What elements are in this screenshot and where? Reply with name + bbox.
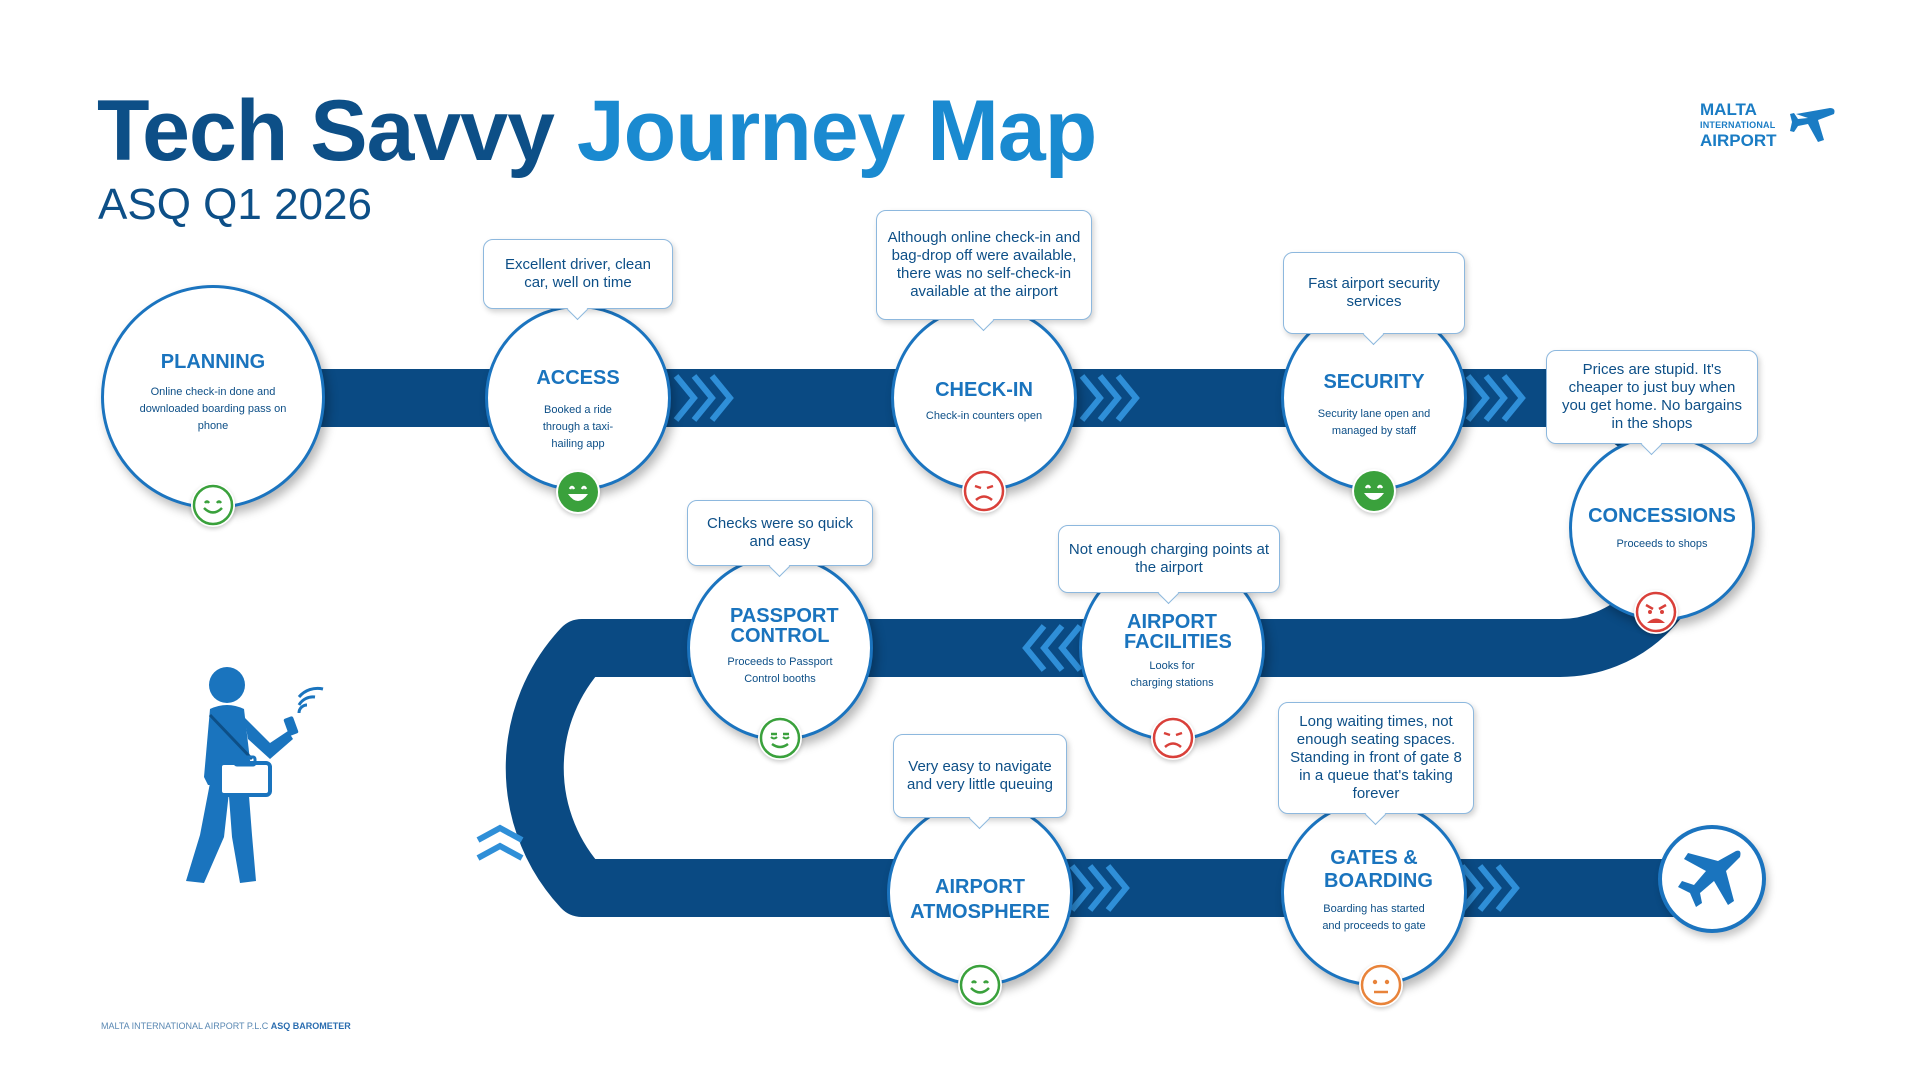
stage-access: ACCESS Booked a ride through a taxi-hail… [485,305,671,491]
stage-description: Looks for charging stations [1130,660,1214,689]
stage-title: SECURITY [1323,371,1425,393]
smiley-angry-icon [1634,590,1678,634]
logo-line-1: MALTA [1700,100,1757,119]
smiley-happy-icon [1352,469,1396,513]
logo-line-2: INTERNATIONAL [1700,120,1776,130]
comment-text: Fast airport security services [1308,275,1440,310]
stage-title: AIRPORT FACILITIES [1124,611,1232,653]
comment-text: Very easy to navigate and very little qu… [907,758,1053,793]
stage-description: Online check-in done and downloaded boar… [139,386,287,432]
stage-description: Check-in counters open [925,410,1043,422]
smiley-sad-icon [1151,716,1195,760]
logo-line-3: AIRPORT [1700,131,1777,150]
comment-bubble: Checks were so quick and easy [687,500,873,578]
stage-title: AIRPORT ATMOSPHERE [910,876,1050,923]
comment-bubble: Excellent driver, clean car, well on tim… [483,239,673,321]
title-part-2: Journey Map [576,83,1097,179]
comment-bubble: Not enough charging points at the airpor… [1058,525,1280,605]
comment-bubble: Prices are stupid. It's cheaper to just … [1546,350,1758,456]
stage-description: Security lane open and managed by staff [1317,408,1431,437]
chevron-right-icon [673,374,734,422]
stage-description: Proceeds to Passport Control booths [727,656,833,685]
comment-text: Prices are stupid. It's cheaper to just … [1561,361,1743,432]
smiley-happy-icon [191,483,235,527]
stage-description: Boarding has started and proceeds to gat… [1322,903,1426,932]
chevron-right-icon [1079,374,1140,422]
traveler-with-phone-icon [160,665,330,900]
comment-text: Long waiting times, not enough seating s… [1290,713,1462,802]
stage-title: ACCESS [536,367,620,389]
comment-text: Although online check-in and bag-drop of… [887,229,1081,300]
stage-gates-boarding: GATES & BOARDING Boarding has started an… [1281,800,1467,986]
plane-logo-icon [1790,108,1835,142]
chevron-up-icon [476,824,524,861]
comment-bubble: Long waiting times, not enough seating s… [1278,702,1474,826]
comment-bubble: Although online check-in and bag-drop of… [876,210,1092,332]
footer-program: ASQ BAROMETER [270,1021,351,1031]
stage-title: CHECK-IN [935,379,1033,401]
stage-security: SECURITY Security lane open and managed … [1281,305,1467,491]
smiley-happy-icon [556,470,600,514]
chevron-left-icon [1022,624,1083,672]
chevron-right-icon [1459,864,1520,912]
airplane-icon [1658,825,1766,933]
smiley-sad-icon [962,469,1006,513]
stage-title: GATES & BOARDING [1324,847,1433,892]
stage-description: Proceeds to shops [1616,538,1708,550]
airport-logo: MALTA INTERNATIONAL AIRPORT [1700,98,1840,158]
footer-company: MALTA INTERNATIONAL AIRPORT P.L.C [101,1021,269,1031]
comment-bubble: Fast airport security services [1283,252,1465,346]
smiley-happy-icon [958,963,1002,1007]
footer-credit: MALTA INTERNATIONAL AIRPORT P.L.C ASQ BA… [101,1021,351,1031]
stage-title: CONCESSIONS [1588,505,1736,527]
stage-passport-control: PASSPORT CONTROL Proceeds to Passport Co… [687,555,873,741]
stage-check-in: CHECK-IN Check-in counters open [891,305,1077,491]
stage-title: PLANNING [160,351,266,373]
smiley-relieved-icon [758,716,802,760]
comment-text: Checks were so quick and easy [707,515,853,550]
comment-text: Excellent driver, clean car, well on tim… [505,256,651,291]
stage-description: Booked a ride through a taxi-hailing app [542,404,614,450]
smiley-neutral-icon [1359,963,1403,1007]
stage-title: PASSPORT CONTROL [730,605,839,647]
page-title: Tech Savvy Journey Map [97,88,1097,174]
chevron-right-icon [1465,374,1526,422]
stage-planning: PLANNING Online check-in done and downlo… [101,285,325,509]
comment-bubble: Very easy to navigate and very little qu… [893,734,1067,830]
title-part-1: Tech Savvy [97,83,555,179]
page-subtitle: ASQ Q1 2026 [98,180,372,229]
chevron-right-icon [1069,864,1130,912]
comment-text: Not enough charging points at the airpor… [1068,541,1270,576]
